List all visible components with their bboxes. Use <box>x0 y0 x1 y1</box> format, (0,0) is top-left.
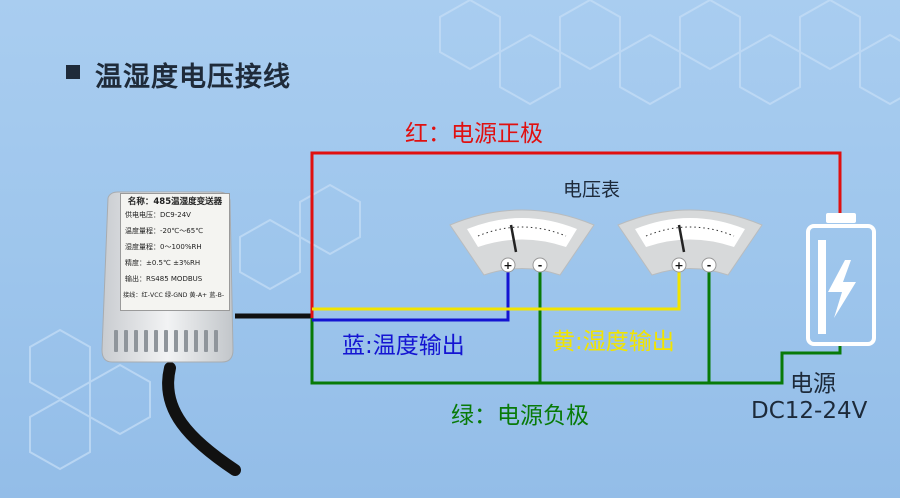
blue-wire <box>312 265 510 322</box>
device-spec-line: 精度：±0.5℃ ±3%RH <box>125 259 201 267</box>
terminal-plus-1: + <box>503 259 512 272</box>
sensor-cable <box>162 362 241 476</box>
device-spec-line: 供电电压：DC9-24V <box>125 211 191 219</box>
red-wire-label: 红：电源正极 <box>405 121 543 147</box>
voltmeter-2: + - <box>617 209 763 276</box>
terminal-minus-2: - <box>707 259 712 272</box>
blue-wire-label: 蓝:温度输出 <box>342 333 465 359</box>
voltmeter-1: + - <box>449 209 595 276</box>
red-wire <box>310 151 842 318</box>
power-voltage-label: DC12-24V <box>751 398 868 424</box>
battery-icon <box>806 213 876 346</box>
title-bullet-icon <box>66 65 80 79</box>
device-spec-line: 湿度量程：0～100%RH <box>125 243 202 251</box>
voltmeter-label: 电压表 <box>563 179 621 201</box>
page-title: 温湿度电压接线 <box>95 62 291 93</box>
device-spec-line: 温度量程：-20℃～65℃ <box>125 227 204 235</box>
device-nameplate: 名称：485温湿度变送器 供电电压：DC9-24V 温度量程：-20℃～65℃ … <box>120 193 230 311</box>
yellow-wire-label: 黄:湿度输出 <box>552 329 675 355</box>
yellow-wire <box>312 265 681 311</box>
terminal-plus-2: + <box>674 259 683 272</box>
device-name: 名称：485温湿度变送器 <box>127 197 223 207</box>
green-wire <box>310 318 842 385</box>
device-spec-line: 输出：RS485 MODBUS <box>125 275 203 283</box>
green-wire-label: 绿：电源负极 <box>451 403 589 429</box>
power-supply-label: 电源 <box>790 371 836 397</box>
terminal-minus-1: - <box>538 259 543 272</box>
hex-background <box>29 0 900 471</box>
device-spec-line: 接线：红-VCC 绿-GND 黄-A+ 蓝-B- <box>123 292 225 299</box>
